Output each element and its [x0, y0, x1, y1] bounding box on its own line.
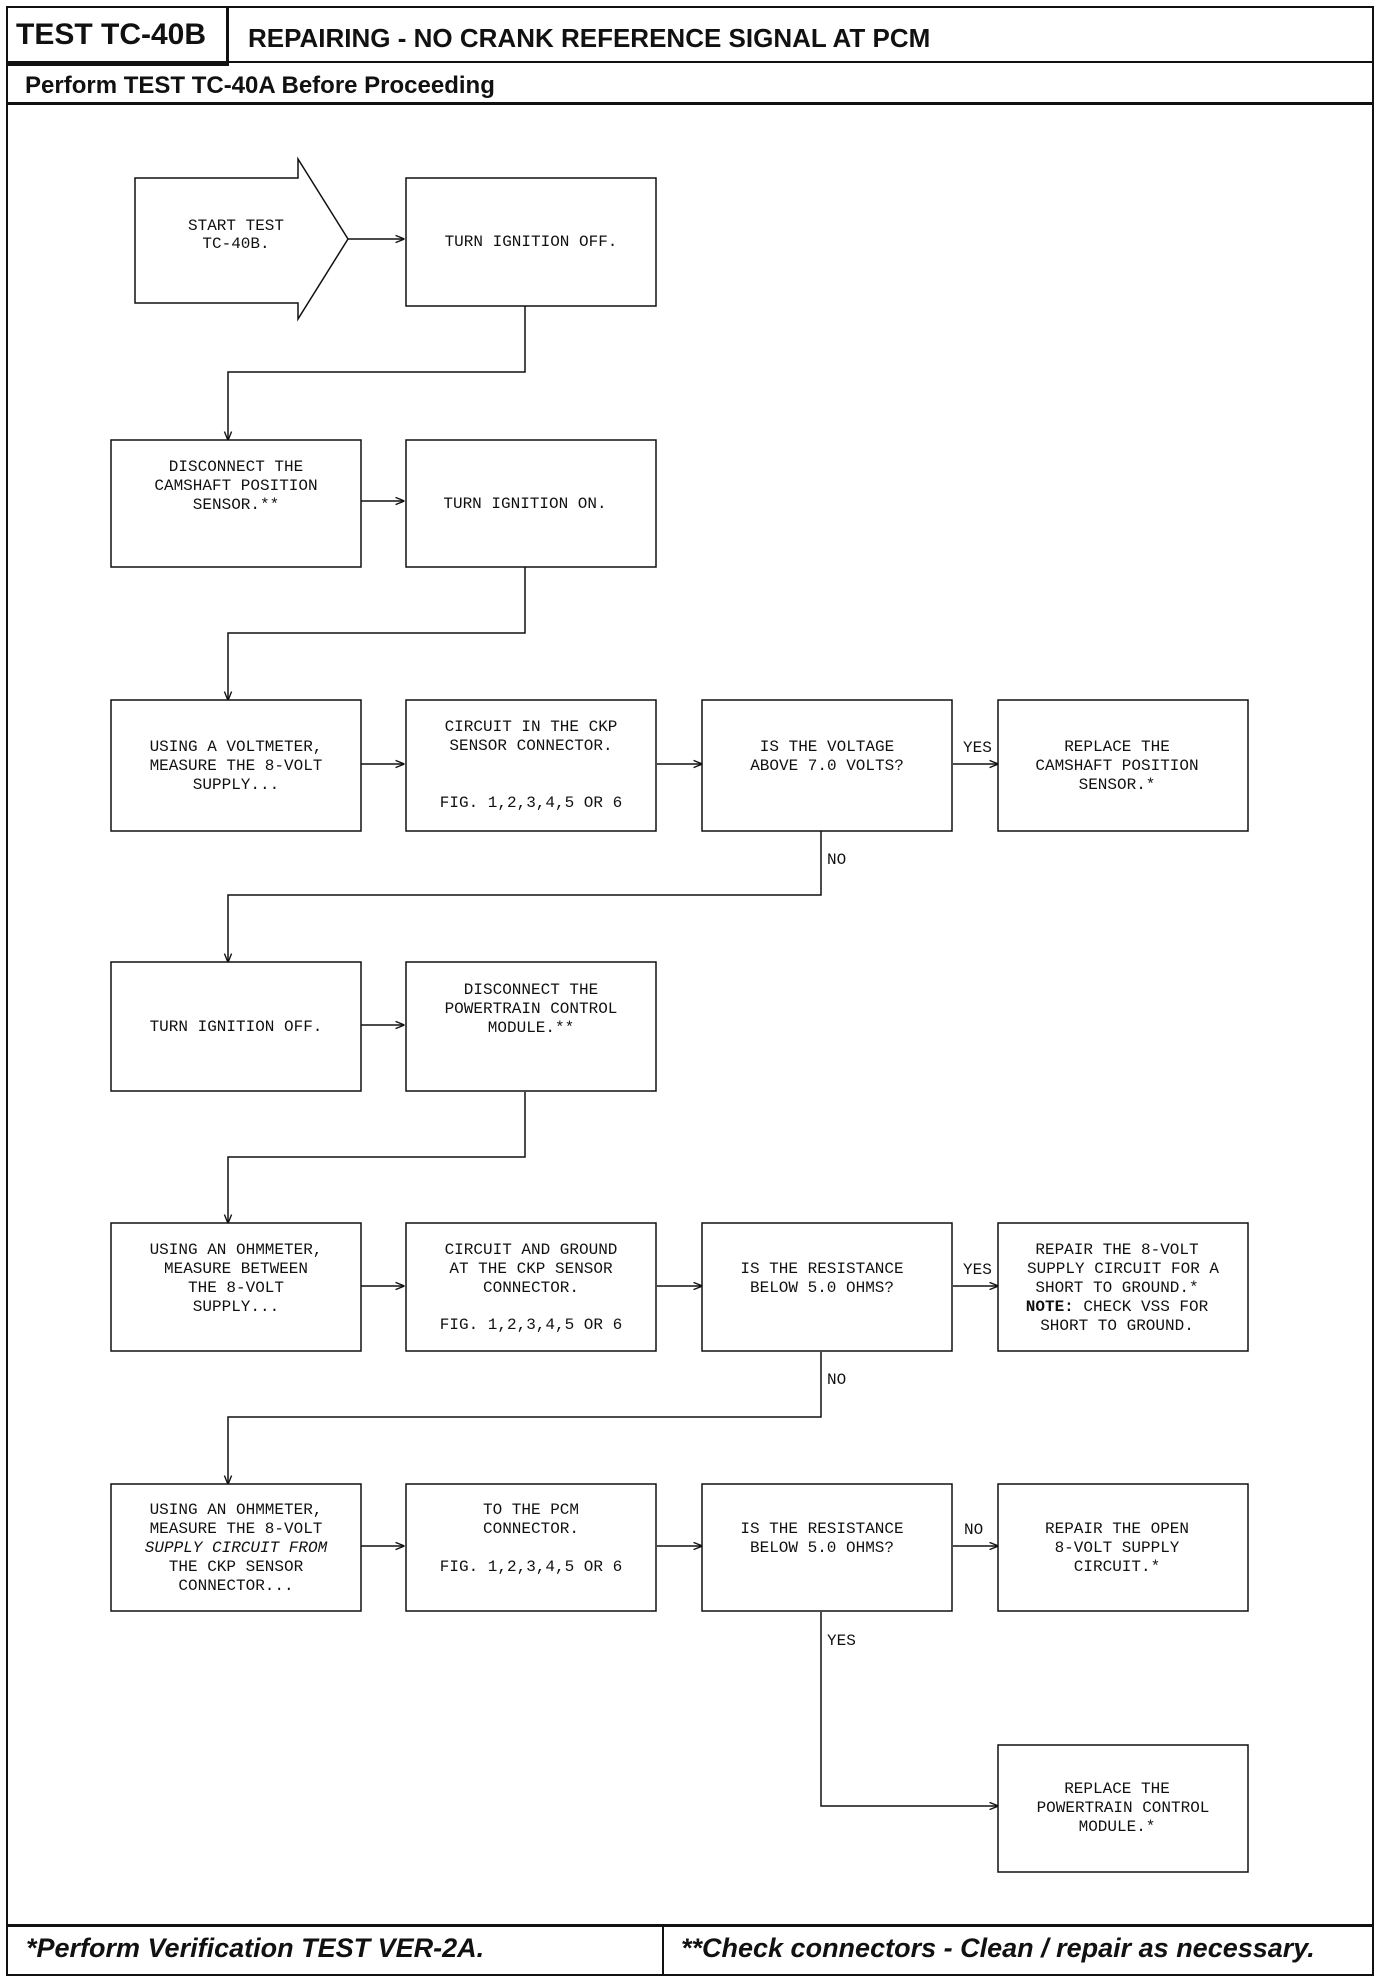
step-ckp-circuit-line-2: SENSOR CONNECTOR. [449, 737, 612, 755]
yes-label-q3: YES [827, 1632, 856, 1650]
step-voltmeter [110, 699, 362, 832]
footer-connector-note: **Check connectors - Clean / repair as n… [681, 1933, 1315, 1963]
footer-verification-note: *Perform Verification TEST VER-2A. [26, 1933, 485, 1963]
step-ohmmeter-ground-line-3: THE 8-VOLT [188, 1279, 284, 1297]
page-frame [6, 6, 1374, 1976]
step-pcm-connector-fig: FIG. 1,2,3,4,5 OR 6 [440, 1558, 622, 1576]
step-voltmeter-line-2: MEASURE THE 8-VOLT [150, 757, 323, 775]
connector [820, 1612, 998, 1806]
step-ckp-circuit-line-1: CIRCUIT IN THE CKP [445, 718, 618, 736]
step-disconnect-pcm-line-3: MODULE.** [488, 1019, 574, 1037]
question-resistance-ground [701, 1222, 953, 1352]
no-label-q3: NO [964, 1521, 983, 1539]
step-ohmmeter-ground-line-1: USING AN OHMMETER, [150, 1241, 323, 1259]
result-repair-open-line-1: REPAIR THE OPEN [1045, 1520, 1189, 1538]
result-replace-cmp-line-3: SENSOR.* [1079, 776, 1156, 794]
start-line-1: START TEST [188, 217, 284, 235]
result-replace-pcm-line-2: POWERTRAIN CONTROL [1037, 1799, 1210, 1817]
step-disconnect-cmp-line-1: DISCONNECT THE [169, 458, 303, 476]
no-label-q2: NO [827, 1371, 846, 1389]
connector [228, 306, 526, 440]
result-repair-short-line-1: REPAIR THE 8-VOLT [1035, 1241, 1198, 1259]
step-ckp-circuit [405, 699, 657, 832]
result-repair-open [997, 1483, 1249, 1612]
connector [228, 1352, 822, 1484]
step-ohmmeter-open-line-4: THE CKP SENSOR [169, 1558, 304, 1576]
question-resistance-open-line-2: BELOW 5.0 OHMS? [750, 1539, 894, 1557]
question-resistance-ground-line-1: IS THE RESISTANCE [740, 1260, 903, 1278]
step-ohmmeter-ground-line-2: MEASURE BETWEEN [164, 1260, 308, 1278]
header-divider-bottom [6, 102, 1374, 105]
question-voltage [701, 699, 953, 832]
result-replace-pcm [997, 1744, 1249, 1873]
step-pcm-connector-line-1: TO THE PCM [483, 1501, 579, 1519]
step-voltmeter-line-1: USING A VOLTMETER, [150, 738, 323, 756]
step-ohmmeter-open [110, 1483, 362, 1612]
yes-label-q1: YES [963, 739, 992, 757]
result-replace-cmp-line-1: REPLACE THE [1064, 738, 1170, 756]
result-repair-short-line-3: SHORT TO GROUND.* [1035, 1279, 1198, 1297]
connector [228, 1092, 526, 1223]
step-turn-ignition-on [405, 439, 657, 568]
step-disconnect-cmp [110, 439, 362, 568]
note-label: NOTE: [1026, 1298, 1074, 1316]
result-repair-short-line-2: SUPPLY CIRCUIT FOR A [1027, 1260, 1219, 1278]
step-pcm-connector-line-2: CONNECTOR. [483, 1520, 579, 1538]
question-voltage-line-1: IS THE VOLTAGE [760, 738, 894, 756]
step-turn-ignition-off-2 [110, 961, 362, 1092]
step-ckp-ground-fig: FIG. 1,2,3,4,5 OR 6 [440, 1316, 622, 1334]
question-resistance-ground-line-2: BELOW 5.0 OHMS? [750, 1279, 894, 1297]
question-voltage-line-2: ABOVE 7.0 VOLTS? [750, 757, 904, 775]
connector [228, 567, 526, 700]
step-turn-ignition-off [405, 177, 657, 307]
footer-column-divider [662, 1925, 664, 1975]
result-replace-cmp-line-2: CAMSHAFT POSITION [1035, 757, 1198, 775]
step-ckp-ground-line-1: CIRCUIT AND GROUND [445, 1241, 618, 1259]
step-ckp-ground [405, 1222, 657, 1352]
step-voltmeter-line-3: SUPPLY... [193, 776, 279, 794]
step-ohmmeter-open-line-2: MEASURE THE 8-VOLT [150, 1520, 323, 1538]
step-disconnect-cmp-line-2: CAMSHAFT POSITION [154, 477, 317, 495]
header: TEST TC-40B REPAIRING - NO CRANK REFEREN… [6, 6, 1374, 104]
result-replace-cmp [997, 699, 1249, 832]
no-label-q1: NO [827, 851, 846, 869]
yes-label-q2: YES [963, 1261, 992, 1279]
result-repair-short [997, 1222, 1249, 1352]
step-ohmmeter-open-line-5: CONNECTOR... [178, 1577, 293, 1595]
step-turn-ignition-on-text: TURN IGNITION ON. [443, 495, 606, 513]
prerequisite-note: Perform TEST TC-40A Before Proceeding [25, 72, 495, 99]
result-repair-short-note: NOTE: CHECK VSS FOR [1026, 1298, 1209, 1316]
step-ohmmeter-open-line-3: SUPPLY CIRCUIT FROM [145, 1539, 328, 1557]
result-repair-open-line-3: CIRCUIT.* [1074, 1558, 1160, 1576]
footer-divider [6, 1924, 1374, 1927]
step-ckp-ground-line-3: CONNECTOR. [483, 1279, 579, 1297]
step-disconnect-pcm-line-2: POWERTRAIN CONTROL [445, 1000, 618, 1018]
test-id-label: TEST TC-40B [6, 6, 229, 66]
step-turn-ignition-off-2-text: TURN IGNITION OFF. [150, 1018, 323, 1036]
question-resistance-open [701, 1483, 953, 1612]
page-title: REPAIRING - NO CRANK REFERENCE SIGNAL AT… [248, 23, 931, 53]
start-line-2: TC-40B. [202, 235, 269, 253]
header-divider-top [6, 61, 1374, 63]
note-text: CHECK VSS FOR [1083, 1298, 1208, 1316]
connectors [228, 239, 998, 1806]
step-disconnect-pcm [405, 961, 657, 1092]
connector [228, 831, 822, 962]
result-repair-short-line-5: SHORT TO GROUND. [1040, 1317, 1194, 1335]
result-replace-pcm-line-1: REPLACE THE [1064, 1780, 1170, 1798]
step-turn-ignition-off-text: TURN IGNITION OFF. [445, 233, 618, 251]
step-ckp-circuit-fig: FIG. 1,2,3,4,5 OR 6 [440, 794, 622, 812]
step-ohmmeter-ground [110, 1222, 362, 1352]
result-repair-open-line-2: 8-VOLT SUPPLY [1055, 1539, 1180, 1557]
start-arrow-shape [134, 156, 349, 322]
step-pcm-connector [405, 1483, 657, 1612]
step-ckp-ground-line-2: AT THE CKP SENSOR [449, 1260, 613, 1278]
step-disconnect-pcm-line-1: DISCONNECT THE [464, 981, 598, 999]
question-resistance-open-line-1: IS THE RESISTANCE [740, 1520, 903, 1538]
step-ohmmeter-open-line-1: USING AN OHMMETER, [150, 1501, 323, 1519]
step-ohmmeter-ground-line-4: SUPPLY... [193, 1298, 279, 1316]
step-disconnect-cmp-line-3: SENSOR.** [193, 496, 279, 514]
result-replace-pcm-line-3: MODULE.* [1079, 1818, 1156, 1836]
